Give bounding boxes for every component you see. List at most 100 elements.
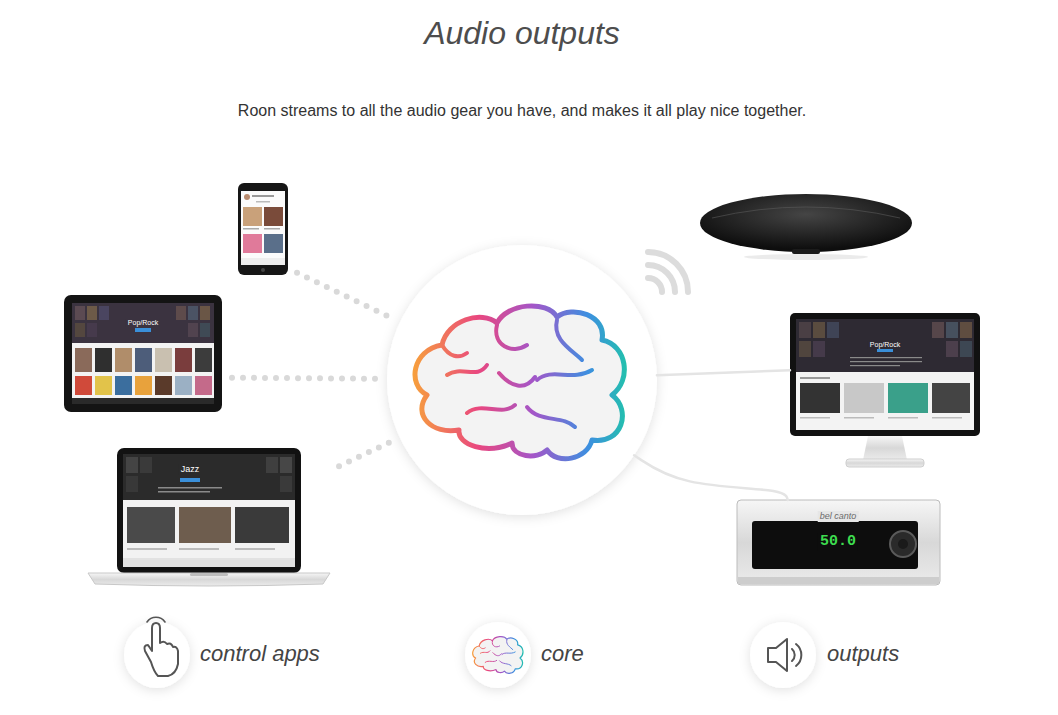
monitor-illustration-part (813, 322, 825, 338)
monitor-illustration-part (850, 361, 922, 362)
laptop-illustration-part (235, 548, 275, 550)
wireless-signal-part (648, 278, 662, 292)
laptop-illustration-part (280, 457, 292, 473)
laptop-illustration-part (123, 454, 295, 500)
laptop-illustration-part (280, 476, 292, 492)
core-illustration (387, 245, 657, 515)
tablet-illustration-part (188, 306, 198, 320)
laptop-illustration-part (123, 558, 295, 567)
laptop-illustration-part (123, 454, 295, 567)
legend-icons-part (147, 617, 165, 622)
monitor-illustration-part (796, 319, 974, 430)
connector-line (634, 455, 788, 500)
legend-label: core (541, 641, 584, 667)
amplifier-illustration-part (738, 577, 939, 584)
legend-icons-part (144, 623, 178, 676)
monitor-illustration-part (960, 322, 972, 338)
tablet-illustration-part (95, 348, 112, 372)
title-slot: Audio outputs (424, 14, 620, 52)
screen-text: Pop/Rock (126, 319, 160, 327)
monitor-illustration-part (790, 313, 980, 436)
tablet-illustration-part (72, 398, 214, 404)
dotted-connector (339, 442, 391, 466)
core-illustration-part (415, 306, 624, 459)
monitor-illustration-part (800, 377, 830, 379)
tablet-illustration-part (72, 303, 214, 343)
laptop-illustration-part (126, 476, 138, 492)
amplifier-illustration-part (737, 500, 940, 585)
wireless-signal-part (648, 252, 688, 292)
core-circle (387, 245, 657, 515)
speaker-illustration-part (712, 207, 900, 218)
phone-illustration-part (252, 195, 274, 197)
phone-device (238, 183, 288, 275)
monitor-illustration-part (846, 459, 924, 467)
screen-text: bel canto (818, 511, 859, 522)
dotted-connector (232, 378, 377, 379)
legend-label: control apps (200, 641, 320, 667)
tablet-device: Pop/Rock (64, 295, 222, 412)
monitor-illustration-part (844, 383, 884, 413)
tablet-illustration-part (75, 306, 85, 320)
monitor-illustration-part (932, 322, 944, 338)
tablet-illustration-part (72, 303, 214, 404)
phone-illustration-part (264, 228, 280, 230)
phone-illustration-part (256, 201, 270, 203)
monitor-illustration-part (800, 383, 840, 413)
phone-illustration-part (243, 207, 262, 226)
tablet-illustration (64, 295, 222, 412)
laptop-illustration-part (117, 448, 301, 573)
monitor-illustration-part (799, 322, 811, 338)
monitor-illustration (790, 313, 980, 467)
phone-illustration-part (244, 194, 250, 200)
monitor-illustration-part (932, 417, 962, 419)
tablet-illustration-part (115, 348, 132, 372)
speaker-illustration-part (744, 254, 868, 260)
laptop-illustration-part (127, 548, 167, 550)
monitor-illustration-part (800, 417, 830, 419)
wireless-signal (648, 252, 688, 292)
tablet-illustration-part (200, 306, 210, 320)
laptop-illustration-part (179, 548, 219, 550)
monitor-illustration-part (827, 322, 839, 338)
legend-icons-part (792, 649, 795, 661)
tablet-illustration-part (188, 323, 198, 337)
phone-illustration-part (261, 268, 265, 272)
legend-icons-part (750, 622, 816, 688)
monitor-illustration-part (960, 341, 972, 357)
tablet-illustration-part (75, 348, 92, 372)
amplifier-illustration-part (898, 539, 908, 549)
monitor-illustration-part (888, 383, 928, 413)
tablet-illustration-part (200, 323, 210, 337)
monitor-illustration-part (888, 417, 918, 419)
laptop-illustration-part (158, 491, 210, 493)
laptop-illustration-part (140, 457, 152, 473)
laptop-device: Jazz (88, 448, 330, 584)
legend-icons-part (796, 644, 801, 666)
phone-illustration (238, 183, 288, 275)
legend-icons-part (473, 637, 523, 674)
tablet-illustration-part (87, 306, 97, 320)
tablet-illustration-part (95, 376, 112, 395)
laptop-illustration-part (266, 457, 278, 473)
phone-illustration-part (243, 228, 259, 230)
monitor-illustration-part (850, 357, 922, 358)
tablet-illustration-part (87, 323, 97, 337)
connector-line (657, 370, 790, 375)
legend-item: core (541, 641, 584, 667)
phone-illustration-part (264, 207, 283, 226)
text-slot: Pop/Rock (126, 311, 160, 329)
label-slot: Roon streams to all the audio gear you h… (238, 101, 806, 122)
legend-icons-part (124, 622, 190, 688)
text-slot: 50.0 (818, 531, 858, 551)
laptop-illustration-part (180, 478, 200, 482)
amplifier-illustration-part (752, 521, 918, 569)
tablet-illustration-part (195, 348, 212, 372)
core-illustration-part (387, 245, 657, 515)
laptop-illustration-part (190, 573, 228, 576)
monitor-illustration-part (796, 319, 974, 372)
subtitle-text: Roon streams to all the audio gear you h… (238, 101, 806, 122)
tablet-illustration-part (155, 348, 172, 372)
laptop-illustration-part (179, 507, 231, 543)
